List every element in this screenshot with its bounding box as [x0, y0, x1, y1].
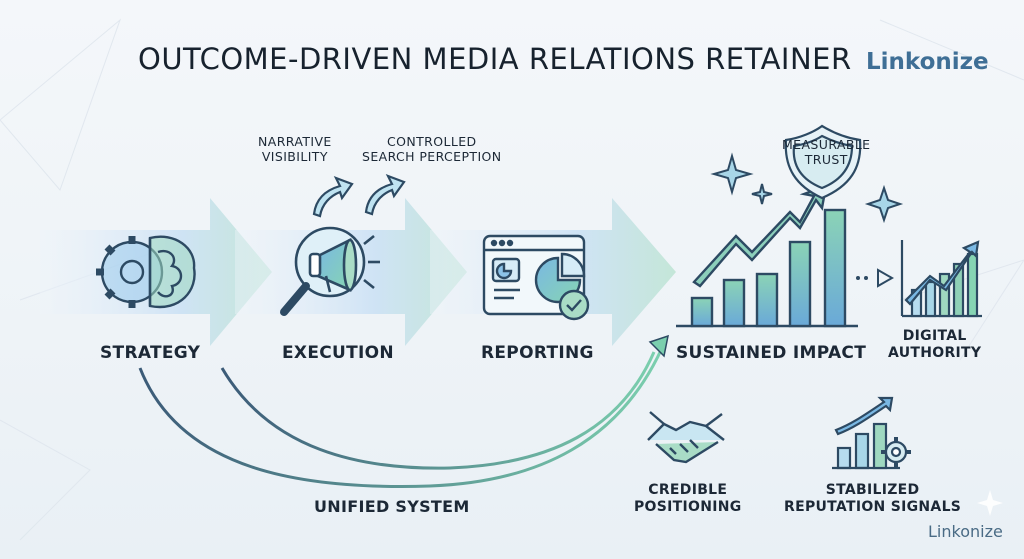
handshake-icon: [647, 411, 725, 464]
label-controlled-search-perception: CONTROLLED SEARCH PERCEPTION: [362, 134, 502, 164]
stage-label-strategy: STRATEGY: [100, 343, 201, 363]
label-measurable-trust: MEASURABLE TRUST: [782, 137, 871, 167]
bars-gear-icon: [832, 396, 911, 470]
growth-bar-chart-icon: [676, 184, 858, 328]
unified-system-loop: [138, 347, 664, 488]
footer-brand: Linkonize: [928, 522, 1003, 541]
dashboard-report-icon: [482, 234, 590, 321]
stage-label-sustained-impact: SUSTAINED IMPACT: [676, 343, 867, 363]
upturn-arrow-icon: [312, 173, 406, 218]
label-stabilized-reputation-signals: STABILIZED REPUTATION SIGNALS: [784, 482, 962, 515]
stage-label-execution: EXECUTION: [282, 343, 394, 363]
sparkle-icon: [710, 152, 904, 224]
shield-icon: [784, 124, 862, 200]
mini-growth-chart-icon: [900, 240, 982, 318]
magnifier-megaphone-icon: [280, 226, 380, 316]
brand-sparkle-icon: [977, 490, 1003, 516]
label-credible-positioning: CREDIBLE POSITIONING: [634, 482, 742, 515]
label-digital-authority: DIGITAL AUTHORITY: [888, 328, 982, 361]
page-title: OUTCOME-DRIVEN MEDIA RELATIONS RETAINER: [138, 42, 852, 76]
label-unified-system: UNIFIED SYSTEM: [314, 497, 470, 516]
dotted-connector: [856, 268, 895, 288]
loop-arrowhead: [648, 334, 669, 358]
brand-logo: Linkonize: [866, 49, 989, 75]
label-narrative-visibility: NARRATIVE VISIBILITY: [258, 134, 332, 164]
gear-brain-icon: [96, 235, 196, 309]
stage-label-reporting: REPORTING: [481, 343, 594, 363]
